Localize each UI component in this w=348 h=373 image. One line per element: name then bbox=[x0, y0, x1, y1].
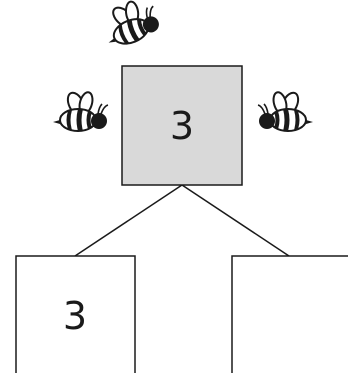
bee-icon bbox=[257, 89, 314, 132]
part-box-right bbox=[231, 255, 348, 373]
part-value-left: 3 bbox=[63, 294, 87, 338]
bond-line-right bbox=[181, 184, 290, 257]
bond-line-left bbox=[74, 184, 183, 257]
part-box-left: 3 bbox=[15, 255, 136, 373]
whole-value: 3 bbox=[170, 104, 194, 148]
bee-icon bbox=[52, 89, 109, 132]
bee-icon bbox=[95, 0, 164, 52]
whole-box: 3 bbox=[121, 65, 243, 186]
